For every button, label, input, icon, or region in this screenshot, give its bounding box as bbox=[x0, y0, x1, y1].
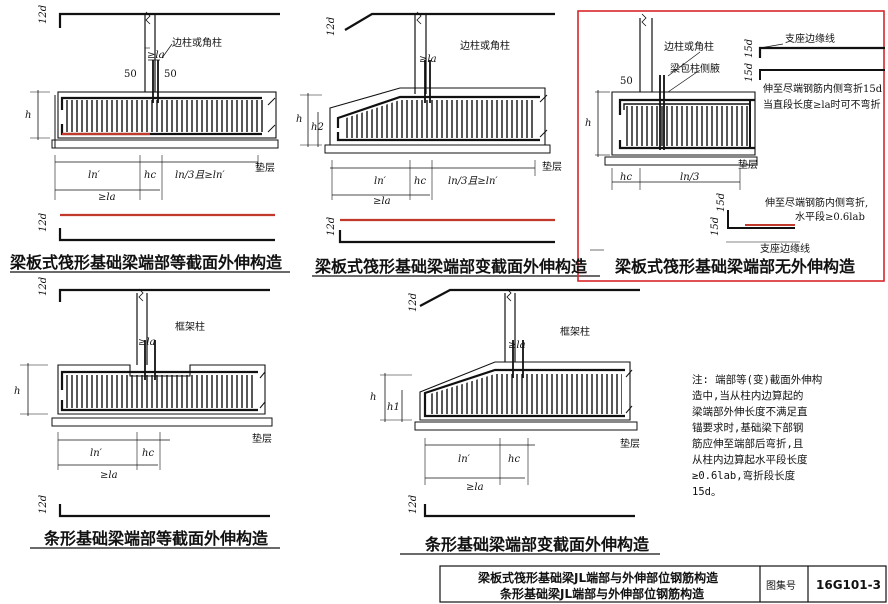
atlas-label: 图集号 bbox=[766, 579, 796, 592]
title-block bbox=[439, 565, 887, 603]
d1-50-left: 50 bbox=[124, 69, 137, 80]
d1-lower-la: ≥la bbox=[98, 192, 116, 203]
d1-h: h bbox=[25, 110, 31, 121]
d2-lower-la: ≥la bbox=[373, 196, 391, 207]
diagram-5 bbox=[380, 288, 660, 555]
d4-hc: hc bbox=[142, 448, 154, 459]
d5-la: ≥la bbox=[508, 340, 526, 351]
d2-tail: ln/3且≥ln′ bbox=[448, 176, 498, 187]
d1-ln: ln′ bbox=[88, 170, 101, 181]
d3-h: h bbox=[585, 118, 591, 129]
d5-12d-top: 12d bbox=[408, 293, 419, 312]
diagram-3 bbox=[577, 10, 885, 282]
d1-caption: 梁板式筏形基础梁端部等截面外伸构造 bbox=[9, 253, 283, 272]
d5-12d-bottom: 12d bbox=[408, 495, 419, 514]
d3-bottom-note2: 水平段≥0.6lab bbox=[795, 210, 865, 223]
d3-15d-c: 15d bbox=[716, 193, 727, 212]
d2-hc: hc bbox=[414, 176, 426, 187]
d4-ln: ln′ bbox=[90, 448, 103, 459]
d3-hc: hc bbox=[620, 172, 632, 183]
d1-la: ≥la bbox=[147, 50, 165, 61]
d3-column-label: 边柱或角柱 bbox=[664, 40, 714, 53]
d3-bottom-note1: 伸至尽端钢筋内侧弯折, bbox=[765, 196, 868, 209]
d4-la: ≥la bbox=[138, 337, 156, 348]
d1-pad-label: 垫层 bbox=[255, 161, 275, 174]
d1-50-right: 50 bbox=[164, 69, 177, 80]
d1-12d-bottom: 12d bbox=[38, 213, 49, 232]
d4-column-label: 框架柱 bbox=[175, 320, 205, 333]
d2-12d-top: 12d bbox=[326, 17, 337, 36]
d4-lower-la: ≥la bbox=[100, 470, 118, 481]
note-line-3: 梁端部外伸长度不满足直 bbox=[692, 405, 808, 418]
diagram-2 bbox=[300, 11, 600, 277]
note-line-2: 造中,当从柱内边算起的 bbox=[692, 389, 803, 402]
d3-pad-label: 垫层 bbox=[738, 158, 758, 171]
d2-h2: h2 bbox=[311, 122, 324, 133]
d5-hc: hc bbox=[508, 454, 520, 465]
d4-caption: 条形基础梁端部等截面外伸构造 bbox=[43, 529, 269, 548]
d3-wrap-label: 梁包柱侧腋 bbox=[670, 62, 720, 75]
note-line-6: 从柱内边算起水平段长度 bbox=[692, 453, 808, 466]
d3-15d-b: 15d bbox=[744, 63, 755, 82]
note-line-4: 锚要求时,基础梁下部钢 bbox=[692, 421, 803, 434]
d5-lower-la: ≥la bbox=[466, 482, 484, 493]
d3-15d-a: 15d bbox=[744, 39, 755, 58]
d2-la: ≥la bbox=[419, 54, 437, 65]
d1-tail: ln/3且≥ln′ bbox=[175, 170, 225, 181]
d2-column-label: 边柱或角柱 bbox=[460, 39, 510, 52]
d3-top-note2: 当直段长度≥la时可不弯折 bbox=[763, 98, 881, 111]
d1-hc: hc bbox=[144, 170, 156, 181]
d3-15d-d: 15d bbox=[710, 217, 721, 236]
d5-ln: ln′ bbox=[458, 454, 471, 465]
title-line-1: 梁板式筏形基础梁JL端部与外伸部位钢筋构造 bbox=[477, 570, 719, 585]
d3-caption: 梁板式筏形基础梁端部无外伸构造 bbox=[614, 257, 856, 276]
d5-h1: h1 bbox=[387, 402, 400, 413]
d5-column-label: 框架柱 bbox=[560, 325, 590, 338]
d3-ln3: ln/3 bbox=[680, 172, 699, 183]
d4-12d-bottom: 12d bbox=[38, 495, 49, 514]
d3-bottom-edge: 支座边缘线 bbox=[760, 242, 810, 255]
diagram-1 bbox=[10, 11, 290, 273]
d1-12d-top: 12d bbox=[38, 5, 49, 24]
d5-pad-label: 垫层 bbox=[620, 437, 640, 450]
d2-pad-label: 垫层 bbox=[542, 160, 562, 173]
d4-12d-top: 12d bbox=[38, 277, 49, 296]
d2-caption: 梁板式筏形基础梁端部变截面外伸构造 bbox=[314, 257, 588, 276]
atlas-number: 16G101-3 bbox=[816, 578, 881, 592]
d3-top-edge: 支座边缘线 bbox=[785, 32, 835, 45]
d2-ln: ln′ bbox=[374, 176, 387, 187]
d1-column-label: 边柱或角柱 bbox=[172, 36, 222, 49]
note-line-1: 注: 端部等(变)截面外伸构 bbox=[692, 373, 822, 386]
d4-h: h bbox=[14, 386, 20, 397]
note-block: 注: 端部等(变)截面外伸构 造中,当从柱内边算起的 梁端部外伸长度不满足直 锚… bbox=[692, 373, 822, 498]
d3-50: 50 bbox=[620, 76, 633, 87]
d3-top-note1: 伸至尽端钢筋内侧弯折15d bbox=[763, 82, 883, 95]
note-line-5: 筋应伸至端部后弯折,且 bbox=[692, 437, 803, 450]
d5-caption: 条形基础梁端部变截面外伸构造 bbox=[424, 535, 650, 554]
note-line-7: ≥0.6lab,弯折段长度 bbox=[692, 469, 796, 482]
d4-pad-label: 垫层 bbox=[252, 432, 272, 445]
title-line-2: 条形基础梁JL端部与外伸部位钢筋构造 bbox=[499, 586, 705, 601]
note-line-8: 15d。 bbox=[692, 486, 721, 498]
d5-h: h bbox=[370, 392, 376, 403]
d2-h: h bbox=[296, 114, 302, 125]
diagram-4 bbox=[20, 288, 280, 549]
d2-12d-bottom: 12d bbox=[326, 217, 337, 236]
